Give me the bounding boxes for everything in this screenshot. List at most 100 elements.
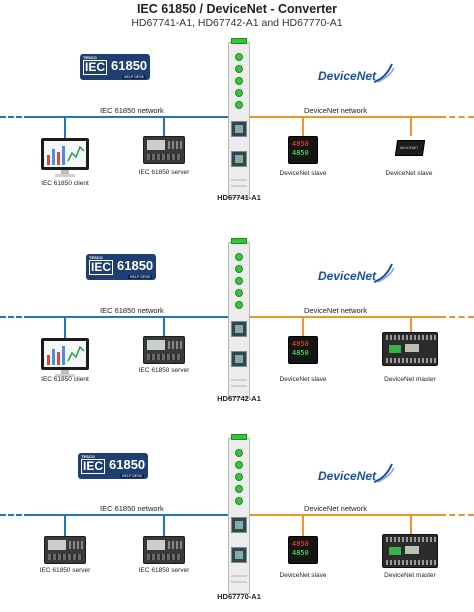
devicenet-master-plc xyxy=(382,332,438,366)
drop-line xyxy=(64,514,66,536)
iec-client-pc xyxy=(41,338,89,378)
iec-network-dash xyxy=(0,116,30,118)
iec-network-line xyxy=(30,316,230,318)
module-vent xyxy=(231,385,247,387)
page-subtitle: HD67741-A1, HD67742-A1 and HD67770-A1 xyxy=(131,17,343,29)
module-vent xyxy=(231,581,247,583)
converter-module xyxy=(228,434,250,594)
chart-icon xyxy=(47,345,85,365)
logo-iec-number: 61850 xyxy=(117,258,154,273)
devicenet-logo-text: DeviceNet xyxy=(318,269,377,283)
panel-hd67770: TESCO IEC 61850 HELP DESK DeviceNet IEC … xyxy=(0,424,474,612)
model-label: HD67770-A1 xyxy=(217,592,261,601)
device-label: IEC 61850 server xyxy=(138,367,190,374)
devicenet-network-label: DeviceNet network xyxy=(304,106,367,115)
devicenet-logo: DeviceNet xyxy=(318,63,398,86)
devicenet-swoosh-icon xyxy=(373,63,395,83)
logo-helpdesk-text: HELP DESK xyxy=(119,474,144,478)
iec-server-device xyxy=(143,136,185,164)
devicenet-network-line xyxy=(250,316,440,318)
drop-line xyxy=(410,316,412,332)
devicenet-logo: DeviceNet xyxy=(318,263,398,286)
module-vent xyxy=(231,379,247,381)
converter-module xyxy=(228,38,250,198)
logo-helpdesk-text: HELP DESK xyxy=(127,275,152,279)
device-label: DeviceNet slave xyxy=(279,170,327,177)
status-led xyxy=(235,485,243,493)
status-led xyxy=(235,253,243,261)
device-label: DeviceNet master xyxy=(384,376,436,383)
devicenet-logo-text: DeviceNet xyxy=(318,469,377,483)
iec-network-dash xyxy=(0,514,30,516)
device-label: IEC 61850 server xyxy=(39,567,91,574)
device-label: DeviceNet master xyxy=(384,572,436,579)
logo-helpdesk-text: HELP DESK xyxy=(121,75,146,79)
module-cap xyxy=(231,238,247,244)
status-led xyxy=(235,265,243,273)
status-led xyxy=(235,289,243,297)
device-label: DeviceNet slave xyxy=(279,376,327,383)
module-cap xyxy=(231,434,247,440)
slave-box-tag: DEVICENET xyxy=(399,146,419,150)
module-vent xyxy=(231,185,247,187)
iec-network-label: IEC 61850 network xyxy=(100,504,164,513)
ethernet-port xyxy=(231,517,247,533)
slave-display-top: 4850 xyxy=(292,540,309,548)
status-led xyxy=(235,89,243,97)
device-label: DeviceNet slave xyxy=(385,170,433,177)
page-title: IEC 61850 / DeviceNet - Converter xyxy=(136,2,338,16)
slave-display-bottom: 4850 xyxy=(292,549,309,557)
drop-line xyxy=(163,514,165,536)
drop-line xyxy=(302,116,304,136)
iec-network-label: IEC 61850 network xyxy=(100,306,164,315)
devicenet-port xyxy=(231,547,247,563)
drop-line xyxy=(302,316,304,336)
status-led xyxy=(235,461,243,469)
drop-line xyxy=(64,116,66,138)
device-label: IEC 61850 server xyxy=(138,567,190,574)
status-led xyxy=(235,449,243,457)
drop-line xyxy=(163,116,165,136)
status-led xyxy=(235,277,243,285)
model-label: HD67742-A1 xyxy=(217,394,261,403)
iec-server-device xyxy=(44,536,86,564)
devicenet-master-plc xyxy=(382,534,438,568)
iec-network-line xyxy=(30,514,230,516)
device-label: IEC 61850 client xyxy=(41,376,89,383)
status-led xyxy=(235,77,243,85)
slave-display-top: 4850 xyxy=(292,140,309,148)
iec61850-logo: TESCO IEC 61850 HELP DESK xyxy=(86,254,156,280)
iec-network-label: IEC 61850 network xyxy=(100,106,164,115)
drop-line xyxy=(410,514,412,534)
iec61850-logo: TESCO IEC 61850 HELP DESK xyxy=(80,54,150,80)
logo-tesco-text: TESCO xyxy=(83,55,97,60)
ethernet-port xyxy=(231,321,247,337)
drop-line xyxy=(302,514,304,536)
panel-hd67741: TESCO IEC 61850 HELP DESK DeviceNet IEC … xyxy=(0,30,474,220)
devicenet-slave-device: 4850 4850 xyxy=(288,336,318,364)
devicenet-port xyxy=(231,151,247,167)
devicenet-swoosh-icon xyxy=(373,263,395,283)
drop-line xyxy=(64,316,66,338)
status-led xyxy=(235,497,243,505)
status-led xyxy=(235,101,243,109)
devicenet-swoosh-icon xyxy=(373,463,395,483)
iec-client-pc xyxy=(41,138,89,178)
devicenet-slave-device: 4850 4850 xyxy=(288,136,318,164)
drop-line xyxy=(410,116,412,136)
model-label: HD67741-A1 xyxy=(217,193,261,202)
ethernet-port xyxy=(231,121,247,137)
status-led xyxy=(235,473,243,481)
status-led xyxy=(235,301,243,309)
iec61850-logo: TESCO IEC 61850 HELP DESK xyxy=(78,453,148,479)
drop-line xyxy=(163,316,165,336)
devicenet-network-line xyxy=(250,514,440,516)
logo-iec-text: IEC xyxy=(81,459,106,474)
logo-tesco-text: TESCO xyxy=(81,454,95,459)
devicenet-logo: DeviceNet xyxy=(318,463,398,486)
logo-iec-text: IEC xyxy=(89,260,114,275)
devicenet-network-dash xyxy=(440,514,474,516)
panel-hd67742: TESCO IEC 61850 HELP DESK DeviceNet IEC … xyxy=(0,234,474,424)
status-led xyxy=(235,53,243,61)
module-vent xyxy=(231,575,247,577)
